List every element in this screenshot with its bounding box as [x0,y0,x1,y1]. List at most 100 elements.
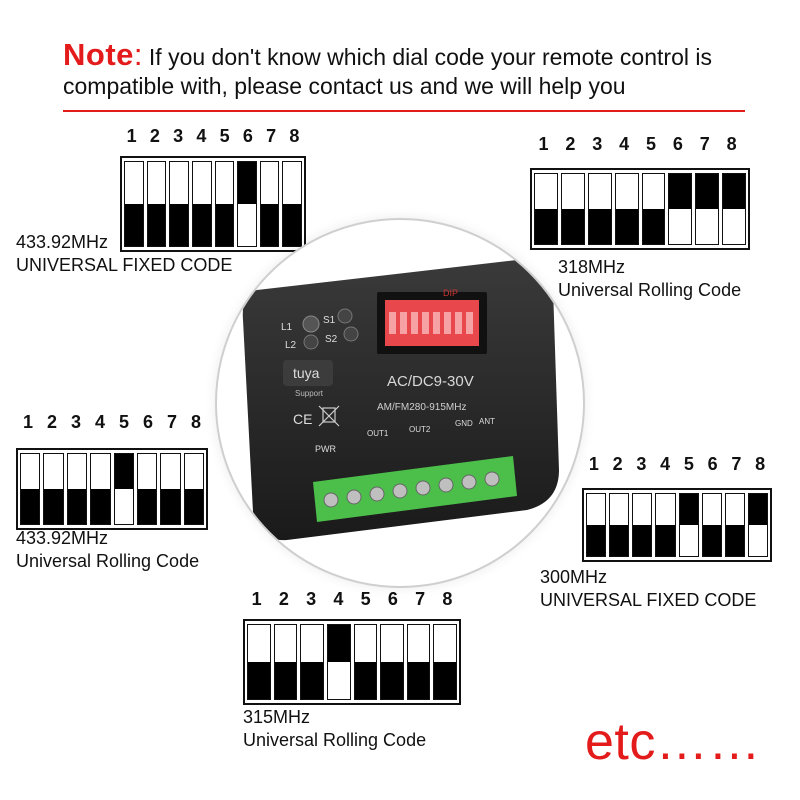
dip-lever-8-on [722,173,746,245]
caption-318-rolling: 318MHz Universal Rolling Code [558,256,741,302]
dip-lever-2-off [560,173,585,245]
device-dip-levers [389,312,473,334]
dip-lever-fill [434,662,456,699]
dip-lever-fill [238,162,256,204]
dip-number-8: 8 [289,126,300,146]
caption-name: UNIVERSAL FIXED CODE [16,255,233,275]
caption-name: Universal Rolling Code [243,730,427,750]
dip-lever-4-off [614,173,639,245]
note-label: Note [63,37,134,72]
dip-number-1: 1 [538,134,549,154]
dip-number-1: 1 [126,126,137,146]
dip-number-4: 4 [196,126,207,146]
dip-number-2: 2 [565,134,576,154]
dip-lever-fill [283,204,301,246]
dip-lever-4-off [655,493,676,557]
dip-number-5: 5 [646,134,657,154]
dip-lever-7-off [724,493,745,557]
dip-lever-8-off [433,624,457,700]
device-dip-label: DIP [443,288,458,298]
caption-433-rolling: 433.92MHz Universal Rolling Code [16,527,199,573]
dip-lever-fill [642,209,665,244]
caption-433-fixed: 433.92MHz UNIVERSAL FIXED CODE [16,231,232,277]
dip-number-4: 4 [333,589,344,609]
device-led1-label: L1 [281,322,293,333]
dip-number-8: 8 [190,412,201,432]
dip-switch-body [582,488,772,562]
dip-lever-2-off [273,624,298,700]
caption-name: Universal Rolling Code [16,551,200,571]
dip-lever-fill [725,525,744,556]
dip-lever-6-off [380,624,404,700]
caption-freq: 433.92MHz [16,528,109,548]
caption-freq: 433.92MHz [16,232,109,252]
device-led2-label: L2 [285,340,297,351]
caption-freq: 318MHz [558,257,626,277]
dip-lever-8-on [747,493,768,557]
dip-number-2: 2 [612,454,623,474]
device-brand: tuya [293,365,320,381]
dip-lever-5-on [678,493,699,557]
caption-name: Universal Rolling Code [558,280,742,300]
device-led2 [303,334,319,350]
dip-number-8: 8 [755,454,766,474]
dip-lever-fill [407,662,430,699]
dip-lever-5-off [353,624,378,700]
dip-switch-body [530,168,750,250]
dip-lever-fill [610,525,629,556]
note-divider [63,110,745,112]
dip-lever-fill [274,662,297,699]
dip-number-5: 5 [683,454,694,474]
dip-number-3: 3 [306,589,317,609]
caption-315-rolling: 315MHz Universal Rolling Code [243,706,426,752]
device-gnd-label: GND [455,419,473,428]
dip-lever-fill [114,454,133,489]
device-pwr-label: PWR [315,444,336,454]
receiver-device-illustration: DIP L1 S1 L2 S2 tuya Support AC/DC9-30V … [242,259,559,541]
device-ce-mark: CE [293,411,312,427]
device-btn2-label: S2 [325,334,338,345]
dip-lever-fill [615,209,638,244]
dip-number-7: 7 [415,589,426,609]
dip-lever-3-off [587,173,612,245]
dip-number-3: 3 [70,412,81,432]
dip-number-5: 5 [118,412,129,432]
etc-label: etc…… [585,713,761,771]
note-line-1: Note: If you don't know which dial code … [63,37,753,72]
dip-lever-fill [679,494,698,525]
dip-lever-fill [633,525,652,556]
device-btn1-label: S1 [323,315,336,326]
dip-lever-fill [748,494,767,525]
dip-lever-7-on [695,173,720,245]
dip-lever-fill [702,525,721,556]
dip-number-6: 6 [707,454,718,474]
dip-lever-fill [301,662,323,699]
dip-number-3: 3 [173,126,184,146]
receiver-device-photo: DIP L1 S1 L2 S2 tuya Support AC/DC9-30V … [215,218,585,588]
dip-number-8: 8 [442,589,453,609]
dip-lever-6-on [237,161,257,247]
dip-number-2: 2 [46,412,57,432]
dip-lever-1-off [586,493,607,557]
dip-number-6: 6 [242,126,253,146]
dip-lever-4-on [326,624,351,700]
dip-number-1: 1 [251,589,262,609]
dip-number-7: 7 [166,412,177,432]
device-out1-label: OUT1 [367,429,389,438]
dip-lever-3-off [300,624,324,700]
dip-lever-fill [170,204,188,246]
dip-lever-5-on [113,453,134,525]
dip-lever-5-off [641,173,666,245]
note-text-1: If you don't know which dial code your r… [142,44,712,70]
dip-lever-fill [588,209,611,244]
dip-lever-fill [91,489,110,524]
dip-lever-3-off [632,493,653,557]
dip-lever-fill [184,489,203,524]
dip-number-1: 1 [588,454,599,474]
caption-name: UNIVERSAL FIXED CODE [540,590,757,610]
dip-number-6: 6 [387,589,398,609]
